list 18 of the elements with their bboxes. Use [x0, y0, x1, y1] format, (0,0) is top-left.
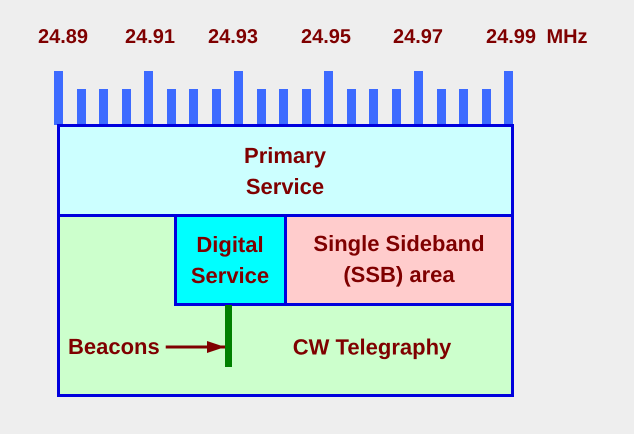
band-box	[284, 214, 514, 306]
arrow	[166, 341, 225, 353]
band-label: CW Telegraphy	[292, 334, 452, 362]
beacon-marker-bar	[225, 305, 232, 367]
band-label: Digital Service	[190, 231, 270, 290]
band-box	[57, 124, 514, 217]
frequency-label: 24.93	[208, 26, 258, 48]
band-label: Primary Service	[243, 142, 327, 201]
frequency-label: 24.89	[38, 26, 88, 48]
band-box	[57, 214, 514, 397]
frequency-label: 24.97	[392, 26, 444, 48]
frequency-label: 24.99	[486, 26, 536, 48]
frequency-label: 24.91	[124, 26, 176, 48]
text-label: Beacons	[68, 332, 160, 362]
band-box	[174, 214, 287, 306]
frequency-label: 24.95	[300, 26, 352, 48]
unit-label: MHz	[546, 26, 588, 48]
band-label: Single Sideband (SSB) area	[312, 230, 486, 289]
